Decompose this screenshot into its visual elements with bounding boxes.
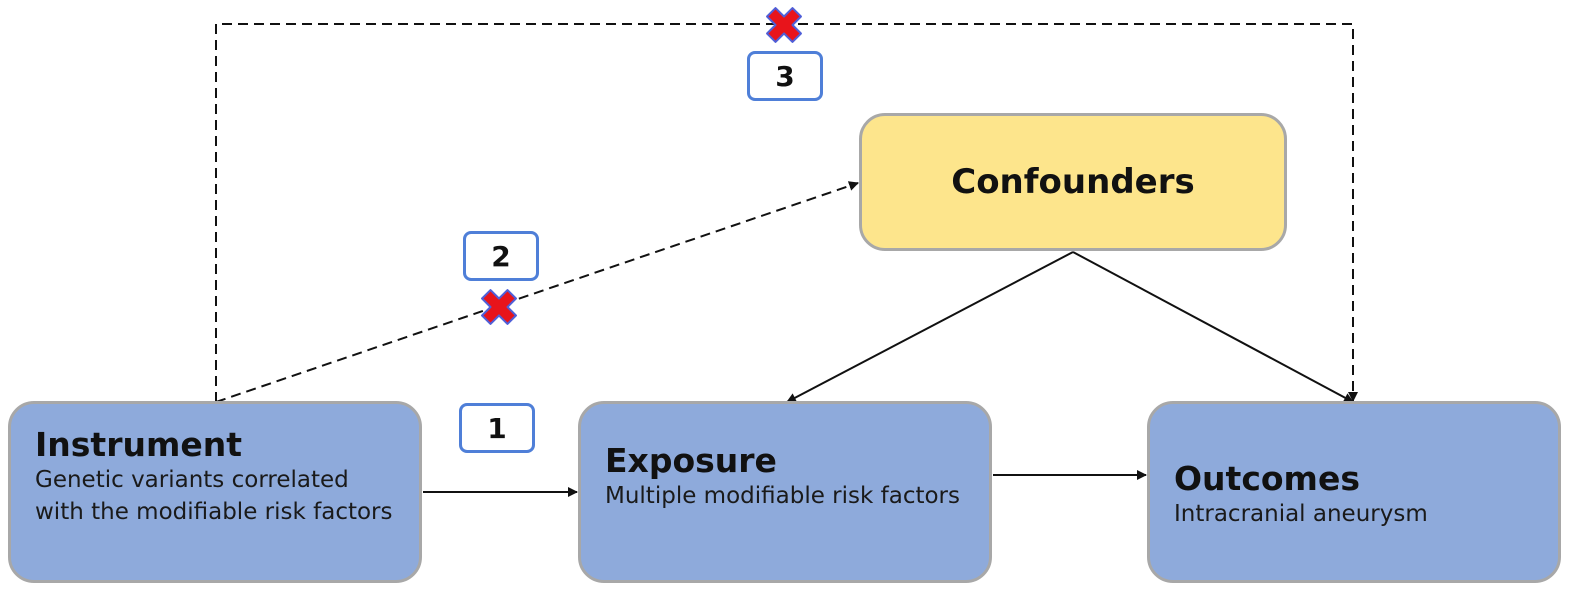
- node-exposure-title: Exposure: [605, 441, 777, 480]
- node-confounders-title: Confounders: [951, 162, 1195, 202]
- node-instrument-title: Instrument: [35, 425, 242, 464]
- node-instrument: Instrument Genetic variants correlated w…: [8, 401, 422, 583]
- path-label-2: 2: [463, 231, 539, 281]
- arrow-confounders-to-outcomes: [1072, 251, 1354, 403]
- blocked-cross-icon-path-3: [766, 7, 802, 43]
- node-outcomes-title: Outcomes: [1174, 459, 1360, 498]
- blocked-cross-icon-path-2: [481, 289, 517, 325]
- path-label-1: 1: [459, 403, 535, 453]
- node-confounders: Confounders: [859, 113, 1287, 251]
- node-exposure: Exposure Multiple modifiable risk factor…: [578, 401, 992, 583]
- node-instrument-description: Genetic variants correlated with the mod…: [35, 467, 393, 525]
- node-outcomes-description: Intracranial aneurysm: [1174, 501, 1428, 527]
- arrow-confounders-to-exposure: [786, 251, 1074, 403]
- path-label-3: 3: [747, 51, 823, 101]
- node-outcomes: Outcomes Intracranial aneurysm: [1147, 401, 1561, 583]
- node-exposure-description: Multiple modifiable risk factors: [605, 483, 960, 509]
- dashed-arrow-instrument-to-confounders: [215, 181, 859, 403]
